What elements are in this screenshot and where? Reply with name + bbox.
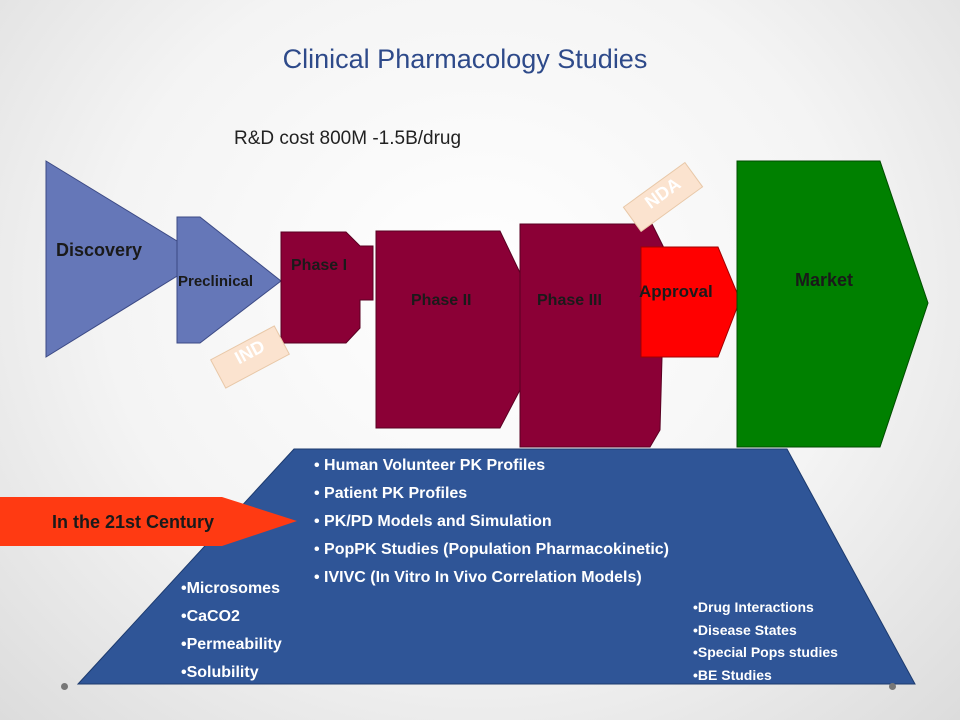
clinical-study-item: •Disease States [693, 621, 797, 638]
approval-label: Approval [639, 282, 713, 301]
approval-shape [640, 246, 741, 358]
clinical-study-item: •Special Pops studies [693, 644, 838, 660]
clinical-study-item: •Drug Interactions [693, 599, 814, 615]
century-arrow-shape [0, 497, 297, 546]
slide-title: Clinical Pharmacology Studies [282, 44, 648, 74]
phase1-label: Phase I [291, 257, 348, 274]
cost-note: R&D cost 800M -1.5B/drug [234, 128, 462, 149]
pk-item: • PopPK Studies (Population Pharmacokine… [314, 541, 669, 558]
in-vitro-item: •Microsomes [181, 580, 280, 597]
discovery-label: Discovery [56, 240, 143, 260]
phase2-label: Phase II [411, 292, 472, 309]
pk-item: • Patient PK Profiles [314, 485, 468, 502]
market-shape [736, 160, 929, 448]
in-vitro-item: •Solubility [181, 664, 259, 681]
phase3-label: Phase III [537, 292, 602, 309]
corner-dot-left [61, 683, 68, 690]
in-vitro-list: •Microsomes •CaCO2 •Permeability •Solubi… [181, 575, 282, 687]
in-vitro-item: •Permeability [181, 636, 282, 653]
in-vitro-item: •CaCO2 [181, 608, 240, 625]
preclinical-label: Preclinical [178, 273, 254, 290]
pk-item: • PK/PD Models and Simulation [314, 513, 552, 530]
preclinical-shape [176, 216, 282, 344]
pk-item: • Human Volunteer PK Profiles [314, 457, 546, 474]
market-label: Market [795, 270, 854, 290]
phase2-shape [375, 230, 524, 429]
clinical-studies-list: •Drug Interactions •Disease States •Spec… [693, 596, 838, 686]
century-arrow-label: In the 21st Century [52, 512, 215, 532]
clinical-study-item: •BE Studies [693, 666, 772, 683]
corner-dot-right [889, 683, 896, 690]
phase1-shape [280, 231, 374, 344]
pk-trapezoid [76, 448, 916, 685]
ind-tag [210, 325, 290, 389]
pk-list: • Human Volunteer PK Profiles • Patient … [314, 452, 669, 592]
pk-item: • IVIVC (In Vitro In Vivo Correlation Mo… [314, 569, 642, 586]
nda-tag [622, 161, 704, 233]
